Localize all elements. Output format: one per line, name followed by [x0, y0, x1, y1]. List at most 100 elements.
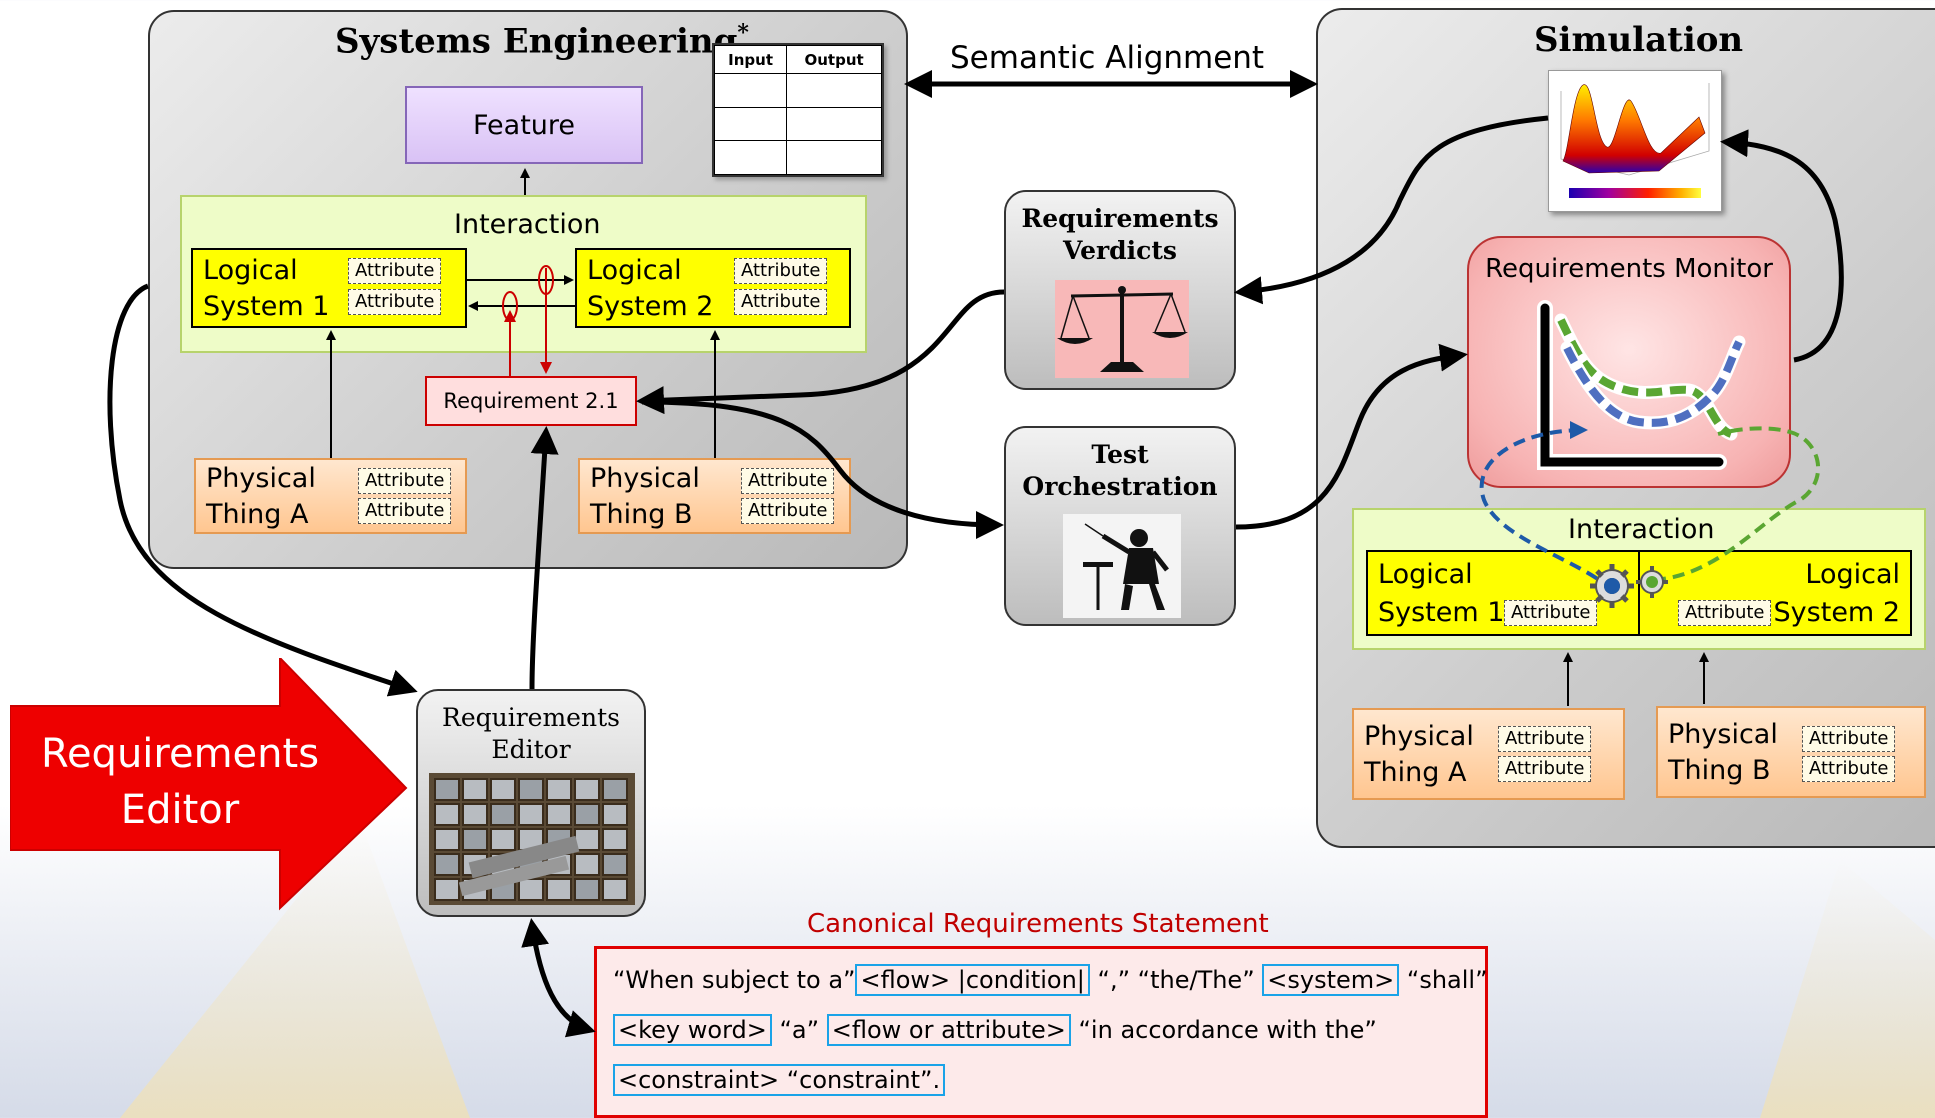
big-red-arrow: [10, 658, 408, 911]
sim-pa-line2: Thing A: [1364, 757, 1467, 788]
verdicts-to-requirement-arrow: [636, 289, 1005, 415]
se-interaction-label: Interaction: [454, 209, 601, 240]
io-cell: [786, 106, 882, 142]
canon-token-flow-or-attribute[interactable]: <flow or attribute>: [826, 1014, 1071, 1046]
tray-cell: [490, 803, 516, 826]
canon-token-key-word[interactable]: <key word>: [613, 1014, 772, 1046]
se-pa-attribute-1: Attribute: [358, 468, 452, 494]
test-orchestration-module[interactable]: Test Orchestration: [1004, 426, 1236, 626]
tray-cell: [546, 803, 572, 826]
tray-cell: [602, 828, 628, 851]
surface-plot-icon: [1560, 83, 1710, 198]
requirement-to-test-arrow: [641, 399, 1004, 539]
se-ls1-attribute-1: Attribute: [348, 258, 442, 284]
canonical-line-2: <key word> “a” <flow or attribute> “in a…: [613, 1011, 1377, 1049]
sim-ls1-attribute: Attribute: [1504, 600, 1598, 626]
monitor-chart-icon: [1537, 300, 1746, 470]
sim-interaction-label: Interaction: [1568, 514, 1715, 545]
requirements-editor-module[interactable]: Requirements Editor: [416, 689, 646, 917]
canon-token-flow-condition[interactable]: <flow> |condition|: [855, 964, 1090, 996]
big-arrow-line2: Editor: [120, 787, 240, 833]
se-pb-attribute-1: Attribute: [741, 468, 835, 494]
systems-engineering-title-text: Systems Engineering: [335, 21, 738, 62]
io-cell: [713, 73, 788, 108]
sim-ls2-line2: System 2: [1773, 597, 1900, 628]
sim-physical-thing-b: Physical Thing B Attribute Attribute: [1656, 706, 1926, 798]
requirement-2-1-box[interactable]: Requirement 2.1: [425, 376, 637, 426]
se-logical-system-1-line2: System 1: [203, 291, 330, 322]
tray-cell: [462, 828, 488, 851]
sim-pa-attribute-1: Attribute: [1498, 726, 1592, 752]
canon-token-system[interactable]: <system>: [1262, 964, 1400, 996]
balance-scale-icon: [1055, 280, 1189, 378]
tray-cell: [574, 803, 600, 826]
canon-token-constraint[interactable]: <constraint> “constraint”.: [613, 1064, 946, 1096]
se-to-editor-arrow: [107, 283, 418, 697]
se-physical-b-line1: Physical: [590, 463, 700, 494]
se-pb-attribute-2: Attribute: [741, 498, 835, 524]
sim-pb-attribute-1: Attribute: [1802, 726, 1896, 752]
tray-cell: [490, 778, 516, 801]
canonical-line-3: <constraint> “constraint”.: [613, 1061, 946, 1099]
canonical-statement-box[interactable]: “When subject to a”<flow> |condition| “,…: [594, 946, 1488, 1118]
plot-to-verdicts-arrow: [1234, 115, 1549, 305]
tray-cell: [434, 878, 460, 901]
test-to-monitor-arrow: [1235, 343, 1468, 530]
test-orchestration-line2: Orchestration: [1022, 472, 1218, 501]
sim-pb-line1: Physical: [1668, 719, 1778, 750]
requirement-2-1-label: Requirement 2.1: [443, 389, 619, 413]
se-logical-system-2: Logical System 2 Attribute Attribute: [575, 248, 851, 328]
gear-icon: [1636, 566, 1668, 598]
tray-cell: [434, 853, 460, 876]
requirements-monitor-box[interactable]: Requirements Monitor: [1467, 236, 1791, 488]
tray-cell: [434, 803, 460, 826]
se-physical-a-line1: Physical: [206, 463, 316, 494]
test-orchestration-line1: Test: [1091, 440, 1149, 469]
se-logical-system-2-line2: System 2: [587, 291, 714, 322]
blue-dashed-loop: [1479, 421, 1614, 592]
tray-cell: [574, 778, 600, 801]
io-cell: [786, 73, 882, 108]
requirements-verdicts-module[interactable]: Requirements Verdicts: [1004, 190, 1236, 390]
se-ls2-attribute-2: Attribute: [734, 289, 828, 315]
se-logical-system-1-line1: Logical: [203, 255, 298, 286]
se-physical-a-line2: Thing A: [206, 499, 309, 530]
sim-logical-system-2: Logical System 2 Attribute: [1638, 550, 1912, 636]
sim-logical-system-1: Logical System 1 Attribute: [1366, 550, 1640, 636]
se-physical-thing-b: Physical Thing B Attribute Attribute: [578, 458, 851, 534]
se-ls2-attribute-1: Attribute: [734, 258, 828, 284]
se-logical-system-2-line1: Logical: [587, 255, 682, 286]
tray-cell: [462, 803, 488, 826]
io-cell: [713, 140, 788, 175]
canon-text: “,” “the/The”: [1097, 966, 1255, 994]
footnote-mark: *: [737, 20, 749, 46]
tray-cell: [546, 878, 572, 901]
feature-label: Feature: [472, 109, 576, 141]
requirements-verdicts-line2: Verdicts: [1062, 236, 1177, 265]
sim-physical-thing-a: Physical Thing A Attribute Attribute: [1352, 708, 1625, 800]
requirements-editor-line2: Editor: [491, 735, 571, 764]
tray-cell: [602, 853, 628, 876]
se-physical-thing-a: Physical Thing A Attribute Attribute: [194, 458, 467, 534]
conductor-icon: [1063, 514, 1181, 618]
canonical-line-1: “When subject to a”<flow> |condition| “,…: [613, 961, 1488, 999]
editor-canonical-arrow: [521, 918, 596, 1038]
sim-ls2-attribute: Attribute: [1678, 600, 1772, 626]
typeset-tray-icon: [429, 773, 635, 905]
tray-cell: [518, 803, 544, 826]
monitor-to-plot-arrow: [1720, 129, 1844, 363]
tray-cell: [462, 778, 488, 801]
se-ls1-attribute-2: Attribute: [348, 289, 442, 315]
requirements-monitor-title: Requirements Monitor: [1485, 254, 1773, 284]
tray-cell: [546, 778, 572, 801]
systems-engineering-title: Systems Engineering*: [335, 20, 749, 61]
canon-text: “shall”: [1406, 966, 1488, 994]
tray-cell: [490, 828, 516, 851]
tray-cell: [574, 853, 600, 876]
tray-cell: [602, 878, 628, 901]
requirements-verdicts-line1: Requirements: [1021, 204, 1219, 233]
simulation-title: Simulation: [1534, 20, 1744, 60]
big-arrow-line1: Requirements: [40, 731, 320, 777]
sim-pa-line1: Physical: [1364, 721, 1474, 752]
